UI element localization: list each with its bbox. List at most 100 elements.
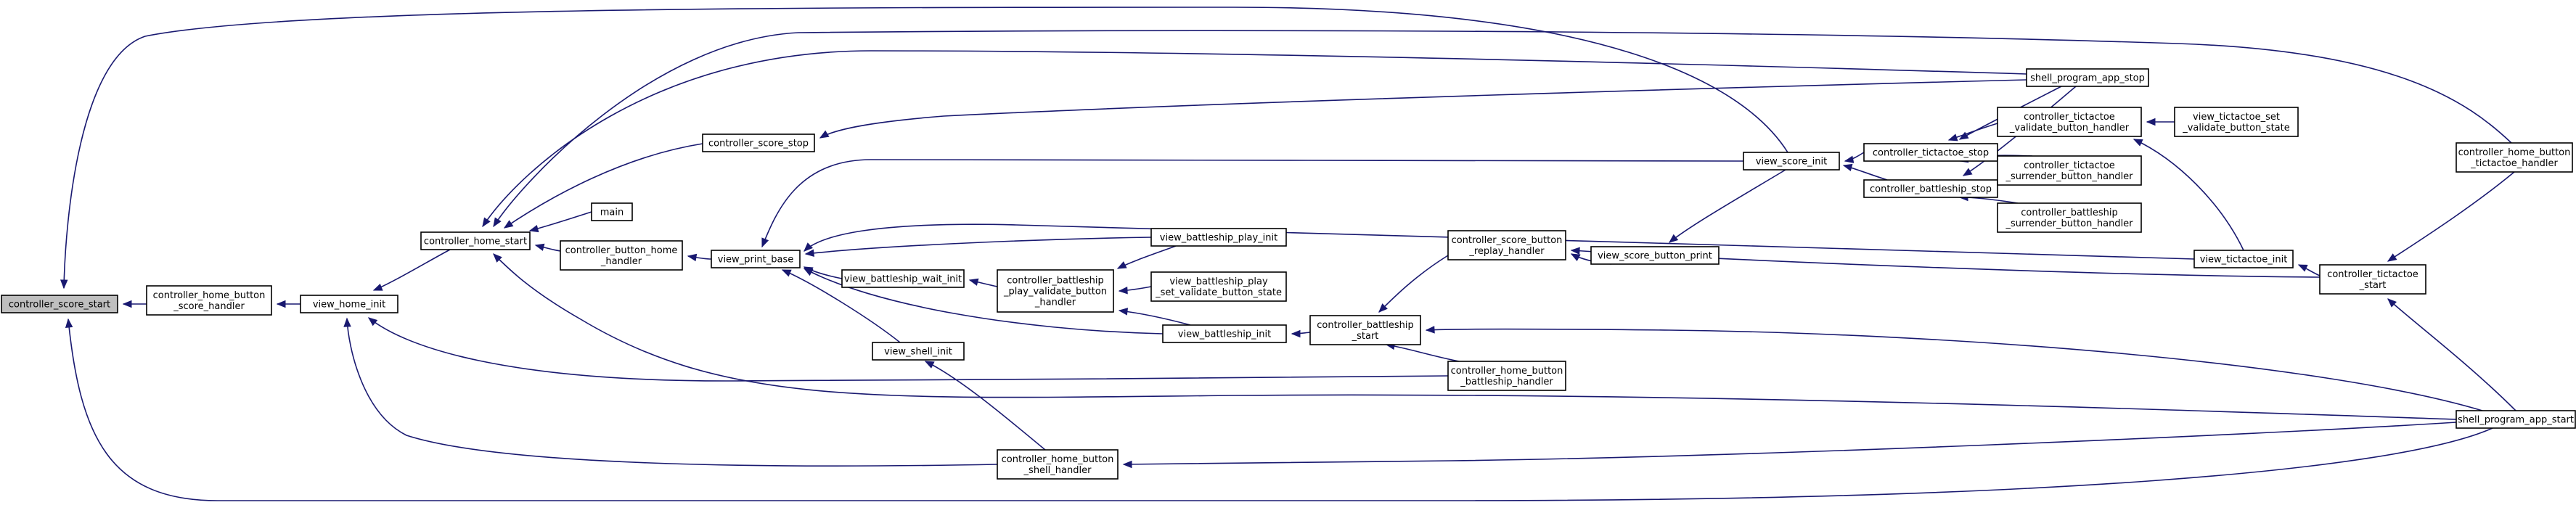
node-label: _surrender_button_handler [2005,171,2133,182]
node-box [841,269,965,288]
node-box [997,269,1114,313]
node-label: _shell_handler [1023,465,1092,476]
arrowhead-controller-battleship-stop-to-view-score-init [1842,163,1853,172]
node-label: view_battleship_init [1178,329,1271,340]
node-box [1997,202,2142,233]
edge-view-battleship-play-init-to-controller-battleship-play-validate-button-handler [1117,245,1177,269]
edge-shell-program-app-start-to-controller-score-start [68,319,2493,501]
graph-nodes: controller_score_start controller_home_bu… [1,68,2576,480]
edge-controller-home-button-shell-handler-to-view-home-init [346,318,998,467]
edge-controller-home-start-to-view-home-init [373,249,451,291]
node-label: view_shell_init [884,347,952,358]
node-controller-battleship-start[interactable]: controller_battleship_start [1309,315,1421,345]
arrowhead-view-battleship-play-init-to-view-print-base [804,249,815,257]
node-main[interactable]: main [591,202,633,221]
node-controller-button-home-handler[interactable]: controller_button_home_handler [560,240,683,271]
node-box [1863,143,1998,162]
node-box [591,202,633,221]
node-controller-tictactoe-validate-button-handler[interactable]: controller_tictactoe_validate_button_han… [1997,107,2142,137]
node-label: _handler [1034,297,1076,308]
arrowhead-view-tictactoe-init-to-controller-tictactoe-validate-button-handler [2133,139,2143,147]
arrowhead-view-print-base-to-controller-button-home-handler [687,253,698,262]
node-view-battleship-play-init[interactable]: view_battleship_play_init [1150,228,1287,247]
edge-controller-battleship-surrender-button-handler-to-controller-battleship-stop [1959,197,2019,204]
arrowhead-controller-button-home-handler-to-controller-home-start [534,243,545,251]
node-view-battleship-init[interactable]: view_battleship_init [1162,324,1287,343]
node-label: _validate_button_handler [2009,123,2130,134]
node-controller-home-button-score-handler[interactable]: controller_home_button_score_handler [146,285,272,316]
node-controller-score-start[interactable]: controller_score_start [1,295,118,313]
node-controller-score-stop[interactable]: controller_score_stop [702,134,815,152]
node-view-tictactoe-set-validate-button-state[interactable]: view_tictactoe_set_validate_button_state [2174,107,2299,137]
node-controller-tictactoe-start[interactable]: controller_tictactoe_start [2319,264,2426,295]
node-label: view_battleship_wait_init [844,274,962,285]
arrowhead-shell-program-app-stop-to-controller-home-start [482,217,491,228]
node-label: controller_home_button [2458,147,2571,158]
node-controller-home-button-tictactoe-handler[interactable]: controller_home_button_tictactoe_handler [2456,142,2573,173]
node-view-score-init[interactable]: view_score_init [1743,152,1840,171]
arrowhead-view-battleship-init-to-controller-battleship-play-validate-button-handler [1118,308,1129,316]
node-controller-tictactoe-stop[interactable]: controller_tictactoe_stop [1863,143,1998,162]
edge-shell-program-app-stop-to-controller-home-start [482,50,2027,227]
node-controller-tictactoe-surrender-button-handler[interactable]: controller_tictactoe_surrender_button_ha… [1997,155,2142,186]
node-label: controller_battleship [1007,276,1103,287]
arrowhead-shell-program-app-start-to-controller-score-start [65,318,73,328]
node-label: view_score_init [1756,157,1827,168]
arrowhead-view-tictactoe-set-validate-button-state-to-controller-tictactoe-validate-button-handler [2146,118,2156,126]
node-box [702,134,815,152]
node-label: controller_tictactoe [2327,269,2418,280]
node-label: controller_button_home [565,245,678,256]
node-box [1743,152,1840,171]
node-box [420,231,531,250]
arrowhead-shell-program-app-stop-to-controller-battleship-stop [1962,168,1973,176]
node-view-score-button-print[interactable]: view_score_button_print [1590,246,1720,265]
arrowhead-controller-home-button-tictactoe-handler-to-controller-tictactoe-start [2387,253,2397,262]
node-shell-program-app-stop[interactable]: shell_program_app_stop [2026,68,2149,87]
node-label: view_tictactoe_set [2193,112,2280,123]
node-shell-program-app-start[interactable]: shell_program_app_start [2456,410,2576,429]
node-box [1150,271,1287,302]
edge-view-tictactoe-init-to-controller-tictactoe-validate-button-handler [2133,139,2244,251]
node-controller-score-button-replay-handler[interactable]: controller_score_button_replay_handler [1447,230,1566,260]
node-label: view_tictactoe_init [2200,255,2288,266]
node-box [1447,361,1566,391]
edge-view-score-init-to-view-print-base [761,159,1744,247]
arrowhead-view-shell-init-to-view-print-base [781,269,792,277]
arrowhead-controller-tictactoe-validate-button-handler-to-controller-tictactoe-stop [1947,134,1958,141]
node-label: controller_battleship_stop [1870,184,1992,195]
node-controller-battleship-stop[interactable]: controller_battleship_stop [1863,179,1998,198]
node-box [1863,179,1998,198]
node-view-tictactoe-init[interactable]: view_tictactoe_init [2193,250,2294,268]
node-label: controller_home_button [1002,454,1114,465]
node-label: shell_program_app_stop [2030,73,2145,84]
node-label: view_battleship_play [1169,276,1268,287]
arrowhead-shell-program-app-start-to-controller-home-button-shell-handler [1122,460,1132,469]
node-label: _set_validate_button_state [1155,287,1282,298]
node-label: _surrender_button_handler [2005,218,2133,229]
node-box [1590,246,1720,265]
edge-shell-program-app-start-to-controller-home-start [493,253,2457,420]
node-box [2456,410,2576,429]
node-controller-battleship-surrender-button-handler[interactable]: controller_battleship_surrender_button_h… [1997,202,2142,233]
arrowhead-controller-home-start-to-view-home-init [372,283,383,291]
node-controller-home-button-battleship-handler[interactable]: controller_home_button_battleship_handle… [1447,361,1566,391]
node-box [2174,107,2299,137]
node-controller-home-start[interactable]: controller_home_start [420,231,531,250]
node-label: controller_battleship [2021,208,2117,218]
node-view-home-init[interactable]: view_home_init [300,295,398,313]
node-label: view_home_init [313,300,385,311]
node-box [1,295,118,313]
node-box [872,342,965,361]
node-view-print-base[interactable]: view_print_base [711,250,801,268]
node-label: controller_score_button [1452,235,1563,246]
edge-view-battleship-init-to-controller-battleship-play-validate-button-handler [1119,310,1191,326]
arrowhead-controller-tictactoe-start-to-controller-score-button-replay-handler [1570,247,1580,255]
node-view-battleship-wait-init[interactable]: view_battleship_wait_init [841,269,965,288]
node-controller-home-button-shell-handler[interactable]: controller_home_button_shell_handler [997,449,1119,480]
node-controller-battleship-play-validate-button-handler[interactable]: controller_battleship_play_validate_butt… [997,269,1114,313]
node-view-battleship-play-set-validate-button-state[interactable]: view_battleship_play_set_validate_button… [1150,271,1287,302]
edge-shell-program-app-start-to-controller-home-button-shell-handler [1123,422,2457,465]
node-box [146,285,272,316]
edge-controller-home-button-battleship-handler-to-view-home-init [368,317,1449,382]
node-view-shell-init[interactable]: view_shell_init [872,342,965,361]
